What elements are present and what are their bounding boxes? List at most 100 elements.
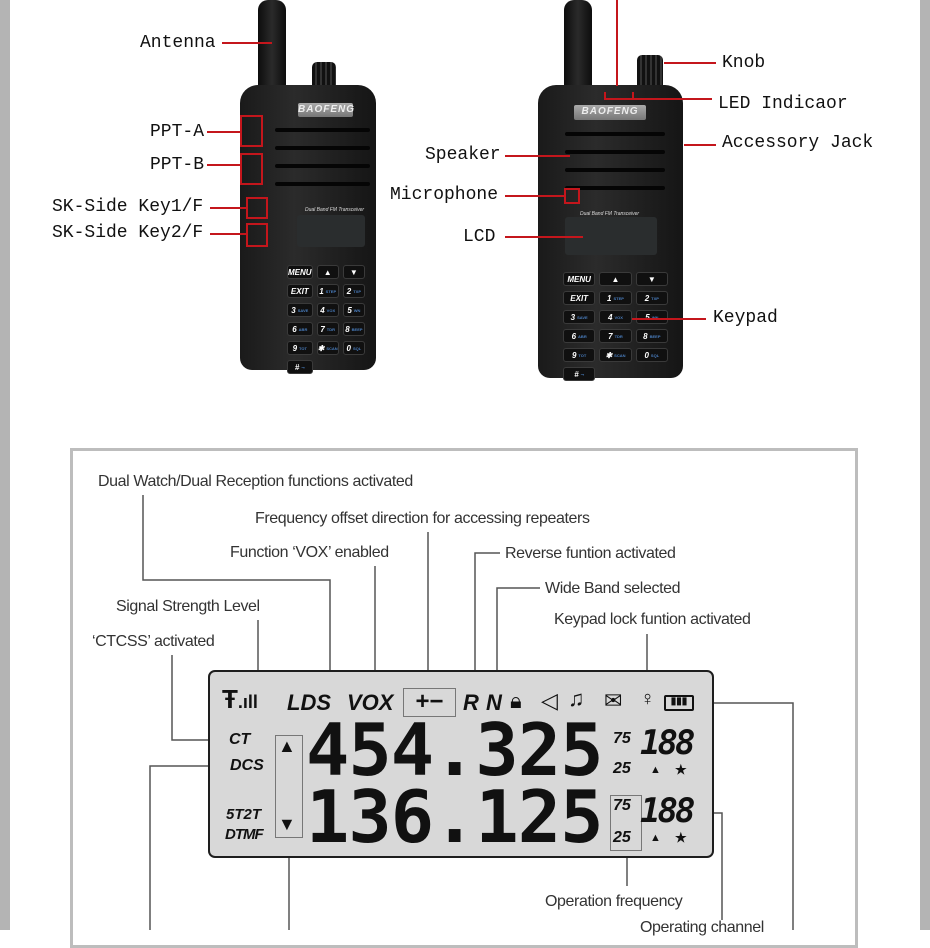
- key-sublabel: STEP: [325, 288, 337, 294]
- label-ppt-b: PPT-B: [150, 155, 205, 175]
- key-sublabel: TOT: [578, 352, 587, 358]
- annotation-freq-offset: Frequency offset direction for accessing…: [255, 510, 590, 527]
- key-label: 8: [643, 331, 648, 341]
- speaker-icon: ◁: [541, 688, 558, 713]
- model-text: Dual Band FM Transceiver: [305, 207, 365, 213]
- model-text: Dual Band FM Transceiver: [580, 211, 640, 217]
- annotation-dual-watch: Dual Watch/Dual Reception functions acti…: [98, 473, 413, 490]
- annotation-signal: Signal Strength Level: [116, 598, 260, 615]
- step-a-bottom: 25: [613, 760, 631, 777]
- key-label: EXIT: [570, 293, 589, 303]
- keypad-key: MENU: [287, 265, 313, 279]
- key-sublabel: TDR: [614, 333, 623, 339]
- label-led: LED Indicaor: [718, 94, 848, 114]
- brand-logo: BAOFENG: [574, 105, 646, 120]
- key-label: 6: [571, 331, 577, 341]
- key-label: ▼: [349, 267, 358, 277]
- key-sublabel: WN: [353, 307, 361, 313]
- key-label: MENU: [288, 267, 312, 277]
- display-vox: VOX: [347, 690, 394, 715]
- channel-b-star: ★: [675, 830, 687, 845]
- label-microphone: Microphone: [390, 185, 499, 205]
- key-label: MENU: [567, 274, 591, 284]
- key-sublabel: BEEP: [351, 326, 363, 332]
- mail-icon: ✉: [604, 688, 623, 713]
- key-label: 4: [608, 312, 613, 322]
- key-sublabel: ⊸: [301, 364, 305, 370]
- down-arrow: ▼: [278, 814, 296, 834]
- key-sublabel: VOX: [326, 307, 336, 313]
- left-border: [0, 0, 10, 930]
- key-label: ▲: [611, 274, 620, 284]
- key-label: 1: [319, 286, 324, 296]
- key-label: 4: [320, 305, 325, 315]
- display-dtmf: DTMF: [225, 826, 264, 843]
- display-dcs: DCS: [230, 757, 264, 774]
- key-label: 0: [346, 343, 351, 353]
- label-side-key-2: SK-Side Key2/F: [52, 223, 204, 243]
- key-label: ✱: [317, 343, 325, 353]
- label-accessory-jack: Accessory Jack: [722, 133, 874, 153]
- key-label: 2: [644, 293, 650, 303]
- key-sublabel: ABR: [578, 333, 587, 339]
- lock-icon: 🔒︎: [510, 688, 522, 713]
- keypad-key: ▼: [342, 265, 365, 279]
- key-label: ▼: [647, 274, 656, 284]
- keypad-key: MENU: [563, 272, 596, 286]
- key-sublabel: TXP: [353, 288, 361, 294]
- key-sublabel: ABR: [298, 326, 308, 332]
- bell-icon: ♫: [568, 686, 585, 711]
- key-label: ▲: [323, 267, 332, 277]
- key-sublabel: VOX: [614, 314, 623, 320]
- key-label: 5: [645, 312, 650, 322]
- keypad-key: ✱SCAN: [316, 341, 339, 355]
- label-speaker: Speaker: [425, 145, 501, 165]
- key-label: 0: [644, 350, 649, 360]
- key-label: 3: [291, 305, 296, 315]
- key-sublabel: STEP: [613, 295, 624, 301]
- step-b-top: 75: [613, 797, 631, 814]
- key-label: 7: [608, 331, 613, 341]
- display-reverse: R: [463, 690, 479, 715]
- display-wide: N: [486, 690, 502, 715]
- label-keypad: Keypad: [713, 308, 778, 328]
- key-label: ✱: [605, 350, 613, 360]
- display-ct: CT: [229, 731, 251, 748]
- annotation-operation-frequency: Operation frequency: [545, 893, 683, 910]
- display-lds: LDS: [287, 690, 331, 715]
- key-icon: ♀: [640, 688, 655, 710]
- key-sublabel: SCAN: [326, 345, 338, 351]
- key-sublabel: ⊸: [580, 371, 585, 377]
- radio-lcd: [297, 215, 365, 247]
- annotation-wide-band: Wide Band selected: [545, 580, 681, 597]
- annotation-reverse: Reverse funtion activated: [505, 545, 676, 562]
- key-label: 3: [570, 312, 576, 322]
- channel-b-up-arrow: ▲: [650, 832, 661, 844]
- operation-frequency-box: [610, 795, 642, 851]
- right-border: [920, 0, 930, 930]
- frequency-b: 136.125: [306, 775, 603, 859]
- key-sublabel: SAVE: [577, 314, 588, 320]
- label-lcd: LCD: [463, 227, 496, 247]
- channel-b: 188: [640, 791, 695, 831]
- up-arrow: ▲: [278, 736, 296, 756]
- channel-a: 188: [640, 723, 695, 763]
- keypad-key: #⊸: [563, 367, 596, 381]
